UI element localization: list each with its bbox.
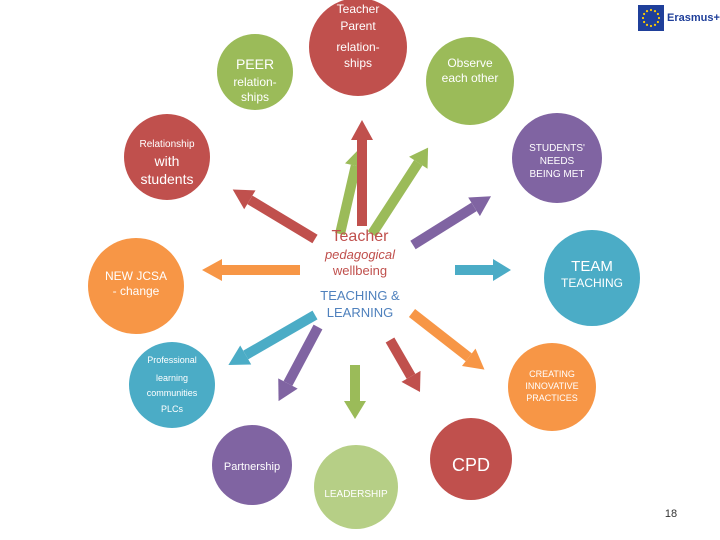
node-relationship-label-2: with [154,153,180,169]
node-leadership-label: LEADERSHIP [324,489,388,500]
node-new-jcsa-circle [88,238,184,334]
arrow-to-cpd [385,337,421,392]
node-team-label-2: TEACHING [560,276,623,290]
node-plc-label-3: communities [146,388,198,398]
node-observe-label-2: each other [441,71,499,85]
node-teacher-parent-label-2: Parent [340,19,376,33]
node-team-label-1: TEAM [571,258,613,275]
arrow-to-observe [367,147,429,237]
arrow-to-teacher-parent [351,120,373,226]
node-team-circle [544,230,640,326]
node-creating-label-1: CREATING [529,369,575,379]
erasmus-logo-text: Erasmus+ [667,12,720,24]
node-students-needs-label-1: STUDENTS' [529,143,585,154]
arrow-to-relationship [232,189,318,244]
node-teacher-parent-label-1: Teacher [336,2,380,16]
erasmus-logo: Erasmus+ [638,5,720,31]
center-label-1: Teacher [331,228,389,245]
node-partnership-label: Partnership [223,461,281,473]
node-plc-label-4: PLCs [160,404,183,414]
arrow-to-students-needs [410,196,492,250]
node-new-jcsa-label-1: NEW JCSA [104,269,167,283]
center-label-3: wellbeing [332,263,388,278]
node-students-needs-circle [512,113,602,203]
node-creating-label-2: INNOVATIVE [525,381,579,391]
node-peer-label-2: relation- [233,75,277,89]
node-plc-label-1: Professional [147,355,197,365]
node-observe-circle [426,37,514,125]
arrow-to-team [455,259,511,281]
node-teacher-parent-circle [309,0,407,96]
node-cpd-circle [430,418,512,500]
slide-number: 18 [664,508,678,520]
node-plc-circle [129,342,215,428]
eu-flag-icon [638,5,664,31]
node-peer-label-1: PEER [235,56,275,72]
arrow-to-creating [408,309,485,370]
center-label-4: TEACHING & [320,288,400,303]
arrow-to-leadership [344,365,366,419]
arrow-to-new-jcsa [202,259,300,281]
node-teacher-parent-label-4: ships [343,56,372,70]
node-relationship-label-3: students [140,171,194,187]
node-observe-label-1: Observe [447,56,493,70]
node-new-jcsa-label-2: - change [112,284,160,298]
center-label-2: pedagogical [324,247,396,262]
node-students-needs-label-3: BEING MET [529,169,585,180]
center-label-5: LEARNING [326,305,394,320]
node-cpd-label: CPD [451,455,490,475]
node-relationship-circle [124,114,210,200]
node-leadership-circle [314,445,398,529]
node-peer-label-3: ships [240,90,269,104]
node-students-needs-label-2: NEEDS [539,156,575,167]
node-partnership-circle [212,425,292,505]
node-plc-label-2: learning [155,373,189,383]
arrow-to-plc [228,310,318,365]
node-center-circle [310,215,410,315]
node-creating-label-3: PRACTICES [526,393,578,403]
arrow-to-partnership [278,324,323,402]
node-creating-circle [508,343,596,431]
node-relationship-label-1: Relationship [139,139,195,150]
node-teacher-parent-label-3: relation- [336,40,380,54]
node-peer-circle [217,34,293,110]
